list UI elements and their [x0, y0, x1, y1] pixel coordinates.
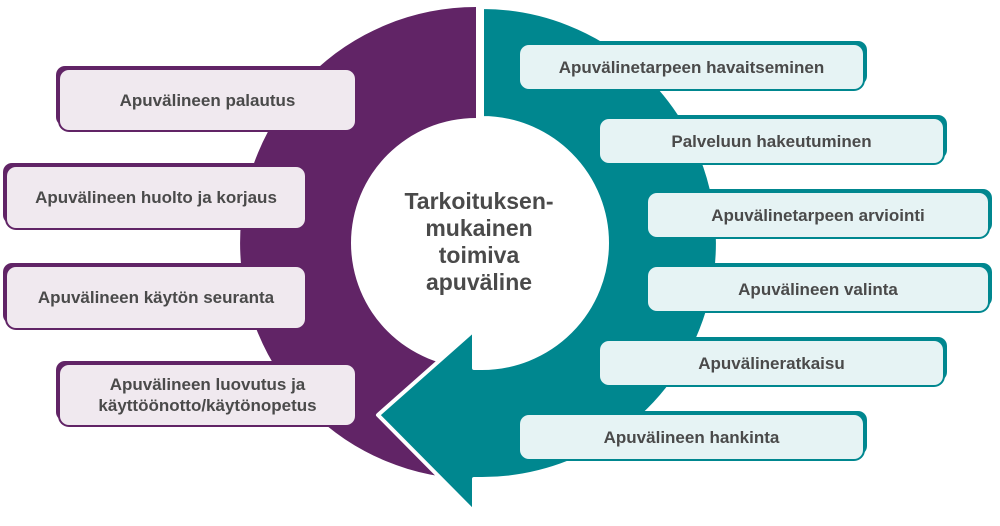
step-usage-monitoring: Apuvälineen käytön seuranta [7, 267, 305, 328]
step-seeking-service: Palveluun hakeutuminen [600, 119, 943, 163]
step-handover: Apuvälineen luovutus ja käyttöönotto/käy… [60, 365, 355, 425]
center-line: Tarkoituksen- [404, 188, 554, 214]
step-selection: Apuvälineen valinta [648, 267, 988, 311]
top-gap [476, 0, 482, 120]
center-line: apuväline [425, 269, 533, 295]
step-return: Apuvälineen palautus [60, 70, 355, 130]
center-label: Tarkoituksen- mukainen toimiva apuväline [379, 188, 579, 296]
step-procurement: Apuvälineen hankinta [520, 415, 863, 459]
step-maintenance: Apuvälineen huolto ja korjaus [7, 167, 305, 228]
center-line: mukainen [425, 215, 533, 241]
center-line: toimiva [438, 242, 520, 268]
step-need-assessment: Apuvälinetarpeen arviointi [648, 193, 988, 237]
step-solution: Apuvälineratkaisu [600, 341, 943, 385]
step-need-detection: Apuvälinetarpeen havaitseminen [520, 45, 863, 89]
